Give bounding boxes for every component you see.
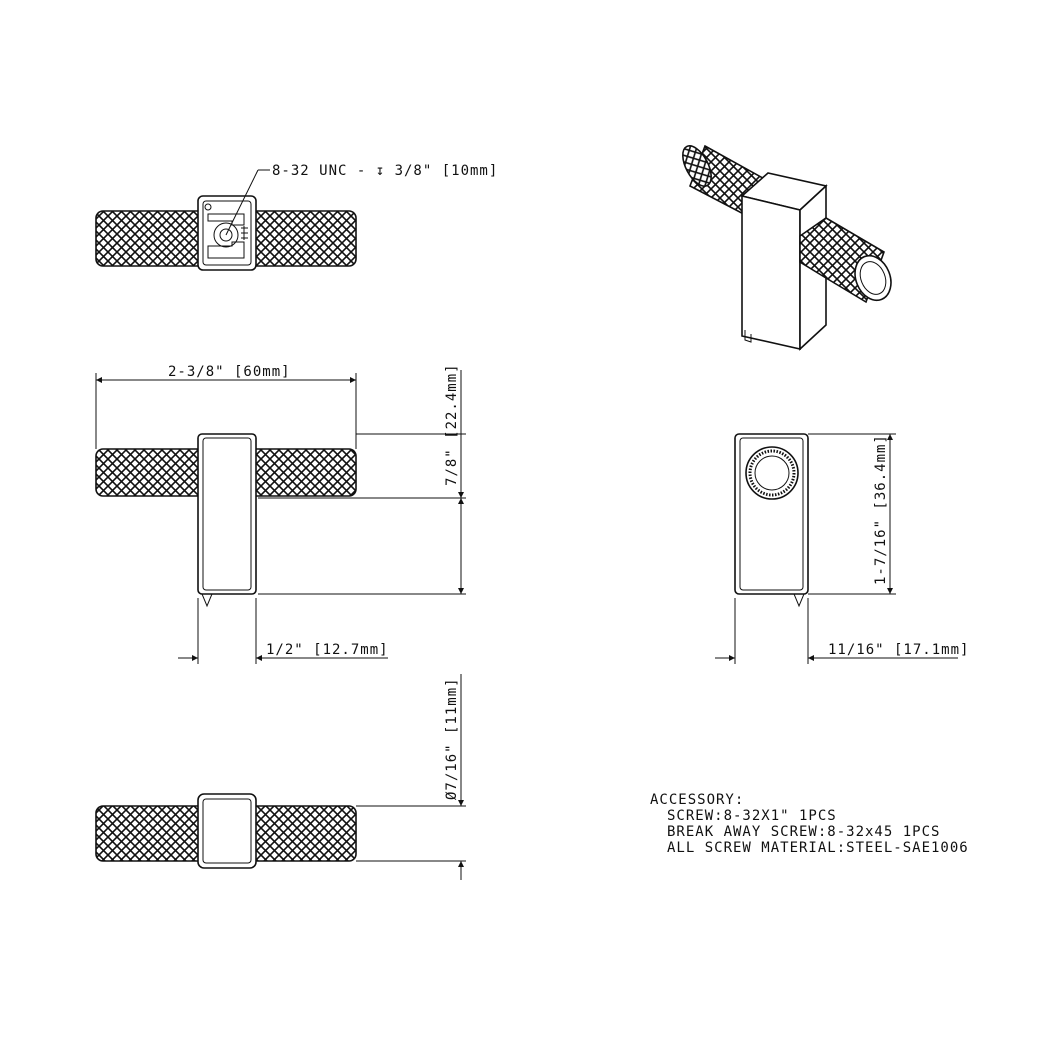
screw-hole-inner	[219, 228, 233, 242]
side-view-screw-tip	[793, 593, 805, 608]
diameter-label: Ø7/16" [11mm]	[444, 677, 460, 800]
side-view-bar-end-face	[754, 455, 790, 491]
height-label: 1-7/16" [36.4mm]	[873, 434, 889, 585]
front-view: 2-3/8" [60mm] 7/8" [22.4mm] 1/2" [12.7mm…	[95, 363, 466, 664]
side-view-bar-end-outer	[745, 446, 799, 500]
top-view: 8-32 UNC - ↧ 3/8" [10mm]	[95, 163, 498, 271]
isometric-view	[682, 144, 892, 351]
screw-hole-outer	[213, 222, 239, 248]
iso-bar-end-inner	[859, 261, 887, 295]
depth-label: 11/16" [17.1mm]	[828, 642, 969, 658]
front-view-screw-tip	[201, 593, 213, 608]
notes-line-1: SCREW:8-32X1" 1PCS	[667, 808, 837, 824]
plan-view-post	[197, 793, 257, 869]
iso-bar-back-end	[682, 145, 712, 187]
projection-label: 7/8" [22.4mm]	[444, 363, 460, 486]
base-width-label: 1/2" [12.7mm]	[266, 642, 389, 658]
width-label: 2-3/8" [60mm]	[168, 364, 291, 380]
front-view-post-inner	[202, 437, 252, 591]
side-view: 1-7/16" [36.4mm] 11/16" [17.1mm]	[715, 433, 969, 664]
plan-view: Ø7/16" [11mm]	[95, 674, 466, 880]
thread-leader	[225, 169, 259, 236]
accessory-notes: ACCESSORY: SCREW:8-32X1" 1PCS BREAK AWAY…	[650, 792, 969, 856]
top-view-base-inner	[202, 200, 252, 266]
thread-callout: 8-32 UNC - ↧ 3/8" [10mm]	[272, 163, 498, 179]
iso-post-front	[741, 194, 801, 350]
plan-view-post-inner	[202, 798, 252, 864]
logo-mark-icon	[241, 226, 248, 240]
iso-bar-end-outer	[854, 254, 892, 302]
notes-line-3: ALL SCREW MATERIAL:STEEL-SAE1006	[667, 840, 969, 856]
top-view-slot-lower	[207, 241, 245, 259]
side-view-bar-end-knurl	[748, 449, 796, 497]
iso-screw-tip	[744, 330, 752, 343]
reference-dot-icon	[204, 203, 212, 211]
notes-line-2: BREAK AWAY SCREW:8-32x45 1PCS	[667, 824, 940, 840]
front-view-post	[197, 433, 257, 595]
notes-title: ACCESSORY:	[650, 792, 744, 808]
side-view-post-inner	[739, 437, 804, 591]
